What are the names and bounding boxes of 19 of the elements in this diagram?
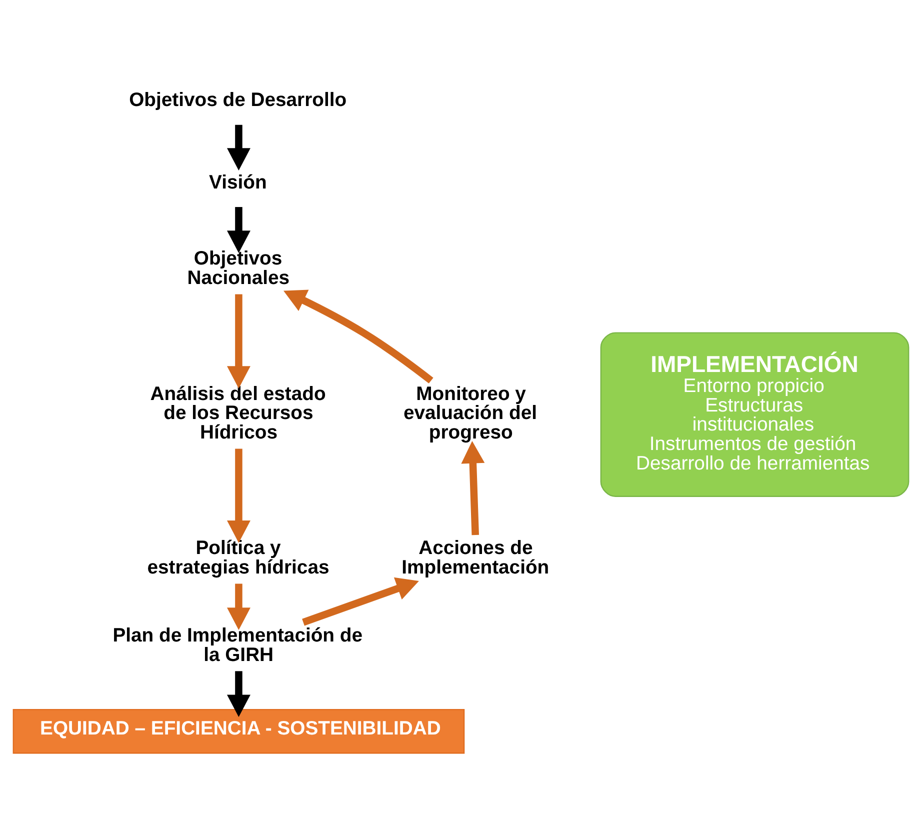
node-box: IMPLEMENTACIÓN Entorno propicio Estructuras institucionales Instrumentos de gestión Desarrollo de herramientas — [600, 332, 910, 497]
node-text: Visión — [209, 171, 267, 194]
arrow — [283, 290, 434, 384]
node-text: Análisis del estado de los Recursos Hídricos — [150, 382, 326, 444]
arrow — [302, 577, 419, 626]
arrow — [226, 294, 250, 388]
node-text: Política y estrategias hídricas — [147, 537, 330, 579]
arrow — [461, 440, 485, 536]
arrow — [226, 124, 250, 170]
arrow — [226, 207, 250, 254]
arrow — [226, 671, 250, 718]
node-box: EQUIDAD – EFICIENCIA - SOSTENIBILIDAD — [12, 708, 465, 754]
node-text: Plan de Implementación de la GIRH — [112, 624, 363, 666]
node-text: Objetivos Nacionales — [187, 248, 290, 290]
node-text: Monitoreo y evaluación del progreso — [403, 382, 537, 444]
arrow — [226, 448, 250, 543]
node-text: Acciones de Implementación — [402, 537, 550, 579]
node-text: Objetivos de Desarrollo — [129, 89, 347, 112]
arrow — [226, 584, 250, 630]
